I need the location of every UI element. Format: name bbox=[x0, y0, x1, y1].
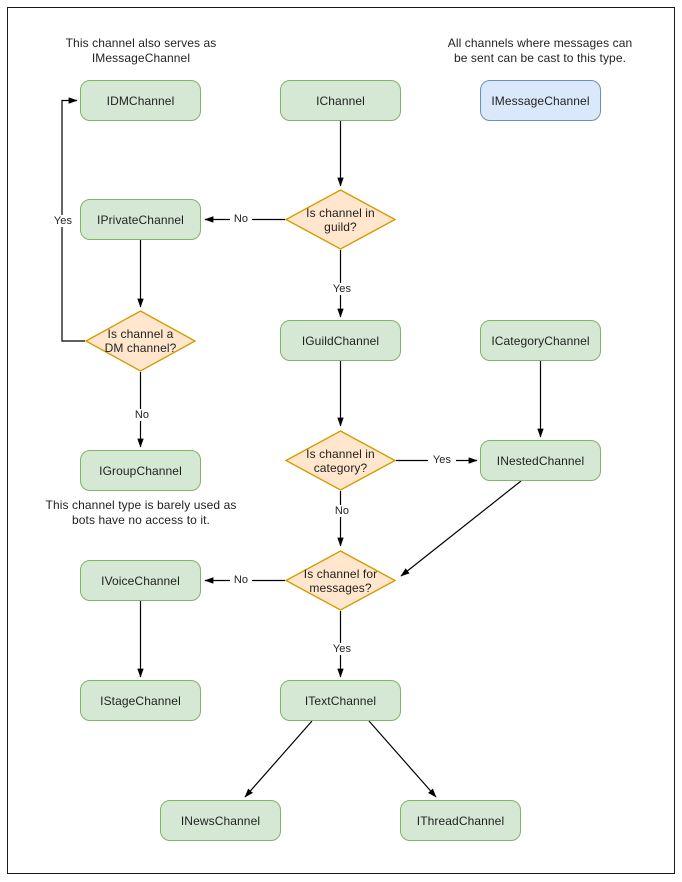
decision-line-1: Is channel in bbox=[306, 205, 375, 220]
decision-line-2: messages? bbox=[309, 580, 372, 595]
decision-line-1: Is channel in bbox=[306, 446, 375, 461]
node-istagechannel[interactable]: IStageChannel bbox=[80, 680, 201, 721]
node-ivoicechannel[interactable]: IVoiceChannel bbox=[80, 560, 201, 601]
decision-line-1: Is channel a bbox=[107, 327, 174, 341]
note-message-channel: All channels where messages can be sent … bbox=[447, 36, 633, 65]
decision-label: Is channel a DM channel? bbox=[85, 310, 196, 372]
edge-label-dm-yes: Yes bbox=[49, 215, 77, 227]
decision-line-2: DM channel? bbox=[104, 341, 177, 355]
node-idmchannel[interactable]: IDMChannel bbox=[80, 80, 201, 121]
edge-label-category-yes: Yes bbox=[428, 454, 456, 466]
edge-inested-to-messages bbox=[400, 480, 522, 577]
decision-label: Is channel in guild? bbox=[285, 189, 396, 250]
note-group-channel: This channel type is barely used as bots… bbox=[45, 498, 237, 527]
node-iguildchannel[interactable]: IGuildChannel bbox=[280, 320, 401, 361]
node-inewschannel[interactable]: INewsChannel bbox=[160, 800, 281, 841]
decision-line-2: category? bbox=[313, 460, 368, 475]
note-dm-channel: This channel also serves as IMessageChan… bbox=[65, 36, 217, 65]
edge-label-messages-yes: Yes bbox=[328, 643, 356, 655]
edge-label-guild-yes: Yes bbox=[328, 283, 356, 295]
node-iprivatechannel[interactable]: IPrivateChannel bbox=[80, 199, 201, 240]
node-igroupchannel[interactable]: IGroupChannel bbox=[80, 450, 201, 491]
decision-is-channel-a-dm-channel[interactable]: Is channel a DM channel? bbox=[85, 310, 196, 372]
decision-line-2: guild? bbox=[324, 219, 357, 234]
edge-label-dm-no: No bbox=[131, 409, 153, 421]
decision-is-channel-in-category[interactable]: Is channel in category? bbox=[285, 430, 396, 491]
node-icategorychannel[interactable]: ICategoryChannel bbox=[480, 320, 601, 361]
diamond-shape bbox=[285, 430, 396, 491]
decision-line-1: Is channel for bbox=[303, 566, 378, 581]
decision-label: Is channel in category? bbox=[285, 430, 396, 491]
diamond-shape bbox=[285, 550, 396, 611]
diamond-shape bbox=[85, 310, 196, 372]
edge-label-messages-no: No bbox=[230, 574, 252, 586]
node-ichannel[interactable]: IChannel bbox=[280, 80, 401, 121]
edge-label-category-no: No bbox=[331, 505, 353, 517]
edge-label-guild-no: No bbox=[230, 213, 252, 225]
node-imessagechannel[interactable]: IMessageChannel bbox=[480, 80, 601, 121]
node-ithreadchannel[interactable]: IThreadChannel bbox=[400, 800, 521, 841]
edge-itext-to-inews bbox=[244, 720, 313, 798]
decision-is-channel-for-messages[interactable]: Is channel for messages? bbox=[285, 550, 396, 611]
node-inestedchannel[interactable]: INestedChannel bbox=[480, 440, 601, 481]
diamond-shape bbox=[285, 189, 396, 250]
decision-label: Is channel for messages? bbox=[285, 550, 396, 611]
decision-is-channel-in-guild[interactable]: Is channel in guild? bbox=[285, 189, 396, 250]
edge-itext-to-ithread bbox=[368, 720, 437, 798]
node-itextchannel[interactable]: ITextChannel bbox=[280, 680, 401, 721]
